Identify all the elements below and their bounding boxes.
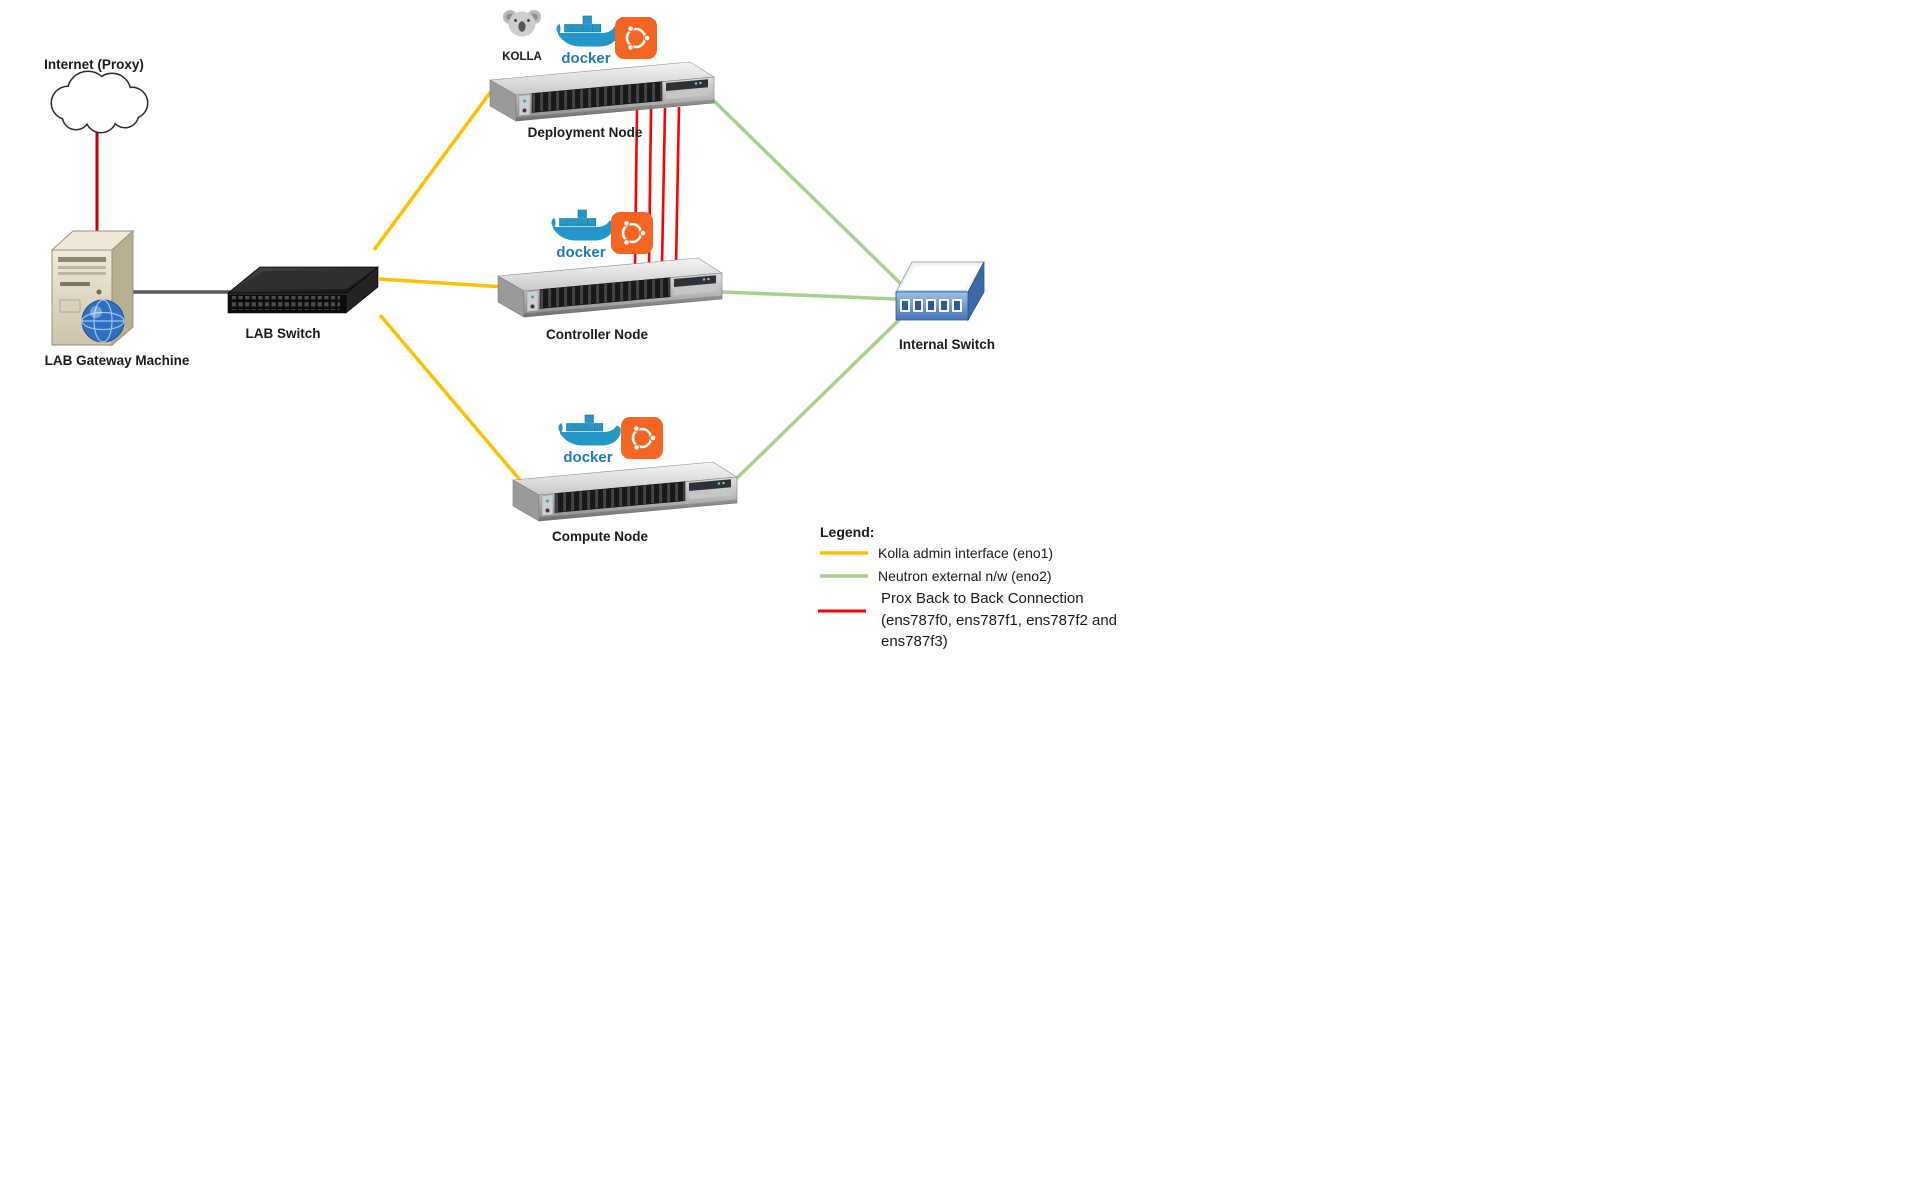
- controller-node-server: [497, 257, 723, 318]
- internal-switch: [895, 261, 985, 322]
- kolla-admin-link-deployment: [372, 84, 497, 252]
- ubuntu-icon: [613, 15, 659, 61]
- controller-label: Controller Node: [546, 327, 648, 342]
- internal-switch-label: Internal Switch: [899, 337, 995, 352]
- legend: Legend: Kolla admin interface (eno1) Neu…: [818, 524, 1117, 650]
- docker-label: docker: [563, 449, 612, 466]
- docker-label: docker: [561, 50, 610, 67]
- kolla-icon: [503, 10, 541, 37]
- lab-switch: [226, 266, 380, 314]
- neutron-link-compute: [733, 315, 904, 482]
- legend-item-neutron-label: Neutron external n/w (eno2): [878, 568, 1052, 584]
- legend-item-kolla-admin-label: Kolla admin interface (eno1): [878, 545, 1053, 561]
- gateway-label: LAB Gateway Machine: [45, 353, 190, 368]
- internet-cloud: [50, 70, 149, 134]
- neutron-link-deployment: [711, 98, 903, 286]
- deployment-label: Deployment Node: [528, 125, 643, 140]
- docker-icon: [557, 414, 622, 446]
- kolla-admin-link-controller: [378, 277, 506, 289]
- deployment-logos: KOLLA docker: [502, 10, 659, 67]
- docker-label: docker: [556, 244, 605, 261]
- switch-ports: [900, 299, 962, 312]
- controller-logos: docker: [550, 209, 655, 261]
- rack-server-graphic: [512, 461, 738, 522]
- neutron-link-controller: [720, 290, 897, 301]
- docker-icon: [550, 209, 615, 241]
- legend-item-b2b-line1: Prox Back to Back Connection: [881, 590, 1084, 607]
- b2b-link-3: [660, 107, 667, 266]
- legend-item-b2b-line2: (ens787f0, ens787f1, ens787f2 and: [881, 612, 1117, 629]
- compute-node-server: [512, 461, 738, 522]
- rack-server-graphic: [497, 257, 723, 318]
- gateway-machine: [50, 229, 135, 347]
- internet-label: Internet (Proxy): [44, 57, 144, 72]
- globe-icon: [81, 299, 125, 343]
- ubuntu-icon: [619, 415, 665, 461]
- compute-label: Compute Node: [552, 529, 648, 544]
- compute-logos: docker: [557, 414, 665, 466]
- rack-server-graphic: [489, 61, 715, 122]
- connection-lines: [95, 84, 904, 482]
- legend-title: Legend:: [820, 524, 874, 540]
- b2b-link-4: [674, 106, 681, 266]
- lab-switch-label: LAB Switch: [245, 326, 320, 341]
- kolla-admin-link-compute: [378, 313, 522, 482]
- ubuntu-icon: [609, 210, 655, 256]
- legend-item-b2b-line3: ens787f3): [881, 633, 948, 650]
- deployment-node-server: [489, 61, 715, 122]
- kolla-label: KOLLA: [502, 51, 542, 63]
- docker-icon: [555, 15, 620, 47]
